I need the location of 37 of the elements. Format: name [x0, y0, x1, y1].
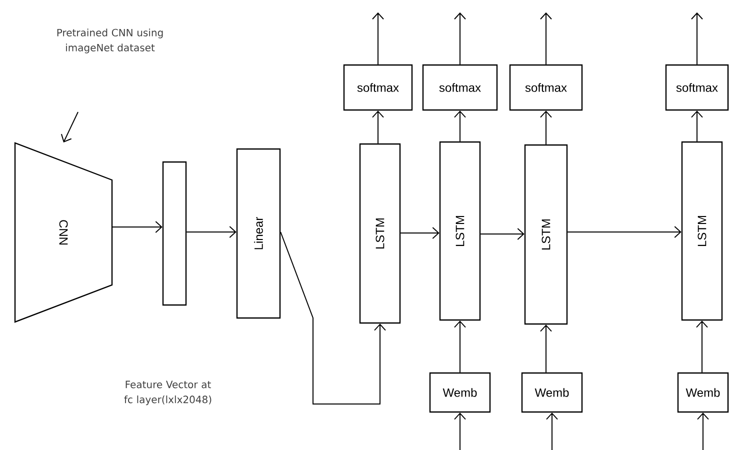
arrow [454, 110, 466, 142]
layer-box: Linear [236, 148, 281, 319]
arrow [567, 226, 682, 238]
arrow [280, 232, 386, 404]
embedding-box: Wemb [677, 372, 729, 413]
lstm-box: LSTM [681, 141, 723, 321]
arrow [400, 227, 440, 239]
arrow [60, 112, 78, 142]
softmax-box: softmax [343, 64, 413, 111]
arrow [697, 412, 709, 450]
arrow [546, 412, 558, 450]
softmax-box: softmax [422, 64, 498, 111]
arrow [372, 12, 384, 65]
arrow [696, 320, 708, 373]
arrow [372, 110, 384, 144]
arrow [454, 412, 466, 450]
arrow [540, 324, 552, 373]
embedding-box: Wemb [521, 372, 583, 413]
lstm-box: LSTM [439, 141, 481, 321]
lstm-box: LSTM [524, 144, 568, 325]
caption-text: Pretrained CNN using imageNet dataset [57, 28, 163, 54]
softmax-box: softmax [665, 64, 729, 111]
arrow [540, 110, 552, 145]
lstm-box: LSTM [359, 143, 401, 324]
arrow [480, 228, 524, 240]
arrow [186, 226, 236, 238]
arrow [540, 12, 552, 65]
softmax-box: softmax [509, 64, 583, 111]
arrow [691, 110, 703, 142]
note-text: Feature Vector at fc layer(lxlx2048) [124, 380, 212, 406]
vector-box [162, 161, 187, 306]
arrow [454, 320, 466, 373]
arrow [112, 221, 162, 233]
arrow [454, 12, 466, 65]
embedding-box: Wemb [429, 372, 491, 413]
trapezoid-block: CNN [14, 142, 113, 323]
arrow [691, 12, 703, 65]
